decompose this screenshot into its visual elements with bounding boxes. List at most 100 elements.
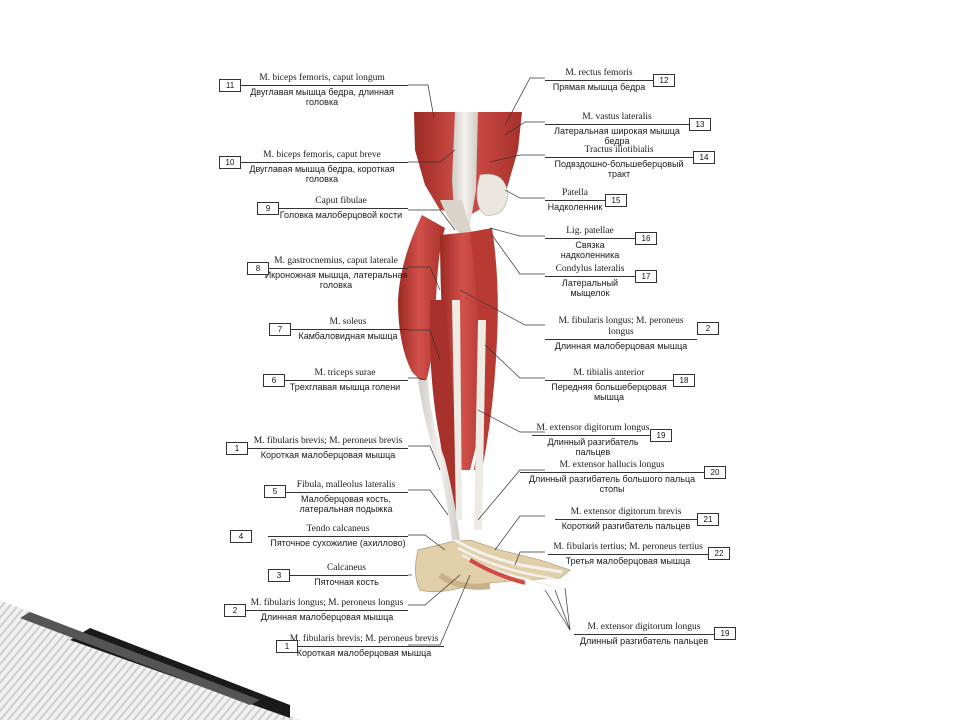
label-13-number: 13 bbox=[689, 118, 711, 131]
label-8-russian: Икроножная мышца, латеральная головка bbox=[264, 267, 408, 291]
label-21-latin: M. extensor digitorum brevis bbox=[570, 507, 682, 517]
label-22-russian: Третья малоберцовая мышца bbox=[548, 553, 708, 566]
label-1-upper-russian: Короткая малоберцовая мышца bbox=[248, 447, 408, 460]
label-17-russian: Латеральный мыщелок bbox=[545, 275, 635, 299]
label-10-number: 10 bbox=[219, 156, 241, 169]
label-1-lower-latin: M. fibularis brevis; M. peroneus brevis bbox=[289, 634, 439, 644]
label-10-latin: M. biceps femoris, caput breve bbox=[263, 150, 381, 160]
label-21-russian: Короткий разгибатель пальцев bbox=[555, 518, 697, 531]
label-5-number: 5 bbox=[264, 485, 286, 498]
label-22: M. fibularis tertius; M. peroneus tertiu… bbox=[548, 542, 708, 566]
leader-lines bbox=[408, 77, 571, 646]
label-11-number: 11 bbox=[219, 79, 241, 92]
label-10-russian: Двуглавая мышца бедра, короткая головка bbox=[236, 161, 408, 185]
label-3-number: 3 bbox=[268, 569, 290, 582]
label-11-latin: M. biceps femoris, caput longum bbox=[259, 73, 385, 83]
label-6-russian: Трехглавая мышца голени bbox=[282, 379, 408, 392]
label-2-lower-number: 2 bbox=[224, 604, 246, 617]
label-4-number: 4 bbox=[230, 530, 252, 543]
label-21-number: 21 bbox=[697, 513, 719, 526]
label-11-russian: Двуглавая мышца бедра, длинная головка bbox=[236, 84, 408, 108]
label-19-upper-russian: Длинный разгибатель пальцев bbox=[532, 434, 654, 458]
label-8-number: 8 bbox=[247, 262, 269, 275]
label-16-russian: Связка надколенника bbox=[545, 237, 635, 261]
label-14-russian: Подвздошно-большеберцовый тракт bbox=[545, 156, 693, 180]
label-2-lower-russian: Длинная малоберцовая мышца bbox=[246, 609, 408, 622]
label-1-upper-latin: M. fibularis brevis; M. peroneus brevis bbox=[253, 436, 403, 446]
label-5-russian: Малоберцовая кость, латеральная подыжка bbox=[284, 491, 408, 515]
label-19-lower-russian: Длинный разгибатель пальцев bbox=[574, 633, 714, 646]
label-17-latin: Condylus lateralis bbox=[555, 264, 625, 274]
label-4-latin: Tendo calcaneus bbox=[306, 524, 370, 534]
label-3-russian: Пяточная кость bbox=[285, 574, 408, 587]
label-12-number: 12 bbox=[653, 74, 675, 87]
label-4-russian: Пяточное сухожилие (ахиллово) bbox=[268, 535, 408, 548]
label-17-number: 17 bbox=[635, 270, 657, 283]
label-2-upper-latin: M. fibularis longus; M. peroneus longus bbox=[558, 316, 684, 337]
label-19-lower-number: 19 bbox=[714, 627, 736, 640]
label-8-latin: M. gastrocnemius, caput laterale bbox=[274, 256, 398, 266]
label-12-latin: M. rectus femoris bbox=[565, 68, 633, 78]
label-18-number: 18 bbox=[673, 374, 695, 387]
label-2-upper-number: 2 bbox=[697, 322, 719, 335]
label-12-russian: Прямая мышца бедра bbox=[545, 79, 653, 92]
corner-decoration bbox=[0, 600, 300, 720]
label-9-number: 9 bbox=[257, 202, 279, 215]
label-6-latin: M. triceps surae bbox=[314, 368, 376, 378]
label-7-number: 7 bbox=[269, 323, 291, 336]
label-20-russian: Длинный разгибатель большого пальца стоп… bbox=[520, 471, 704, 495]
label-19-lower-latin: M. extensor digitorum longus bbox=[587, 622, 701, 632]
label-15-latin: Patella bbox=[562, 188, 588, 198]
label-15-russian: Надколенник bbox=[545, 199, 605, 212]
label-1-lower-number: 1 bbox=[276, 640, 298, 653]
label-14-number: 14 bbox=[693, 151, 715, 164]
label-18-latin: M. tibialis anterior bbox=[573, 368, 645, 378]
label-16-number: 16 bbox=[635, 232, 657, 245]
label-2-upper-russian: Длинная малоберцовая мышца bbox=[545, 338, 697, 351]
label-3-latin: Calcaneus bbox=[326, 563, 367, 573]
label-22-number: 22 bbox=[708, 547, 730, 560]
label-1-upper-number: 1 bbox=[226, 442, 248, 455]
foot bbox=[415, 538, 571, 593]
label-7-russian: Камбаловидная мышца bbox=[288, 328, 408, 341]
label-5-latin: Fibula, malleolus lateralis bbox=[296, 480, 396, 490]
label-20-latin: M. extensor hallucis longus bbox=[559, 460, 665, 470]
label-19-upper-number: 19 bbox=[650, 429, 672, 442]
thigh bbox=[414, 112, 522, 236]
lower-leg bbox=[398, 215, 498, 540]
label-19-upper-latin: M. extensor digitorum longus bbox=[536, 423, 650, 433]
label-22-latin: M. fibularis tertius; M. peroneus tertiu… bbox=[553, 542, 703, 552]
label-16-latin: Lig. patellae bbox=[566, 226, 614, 236]
label-15-number: 15 bbox=[605, 194, 627, 207]
label-7-latin: M. soleus bbox=[329, 317, 367, 327]
label-2-lower-latin: M. fibularis longus; M. peroneus longus bbox=[250, 598, 404, 608]
label-1-lower-russian: Короткая малоберцовая мышца bbox=[284, 645, 444, 658]
label-13-latin: M. vastus lateralis bbox=[582, 112, 652, 122]
label-13-russian: Латеральная широкая мышца бедра bbox=[545, 123, 689, 147]
label-20-number: 20 bbox=[704, 466, 726, 479]
